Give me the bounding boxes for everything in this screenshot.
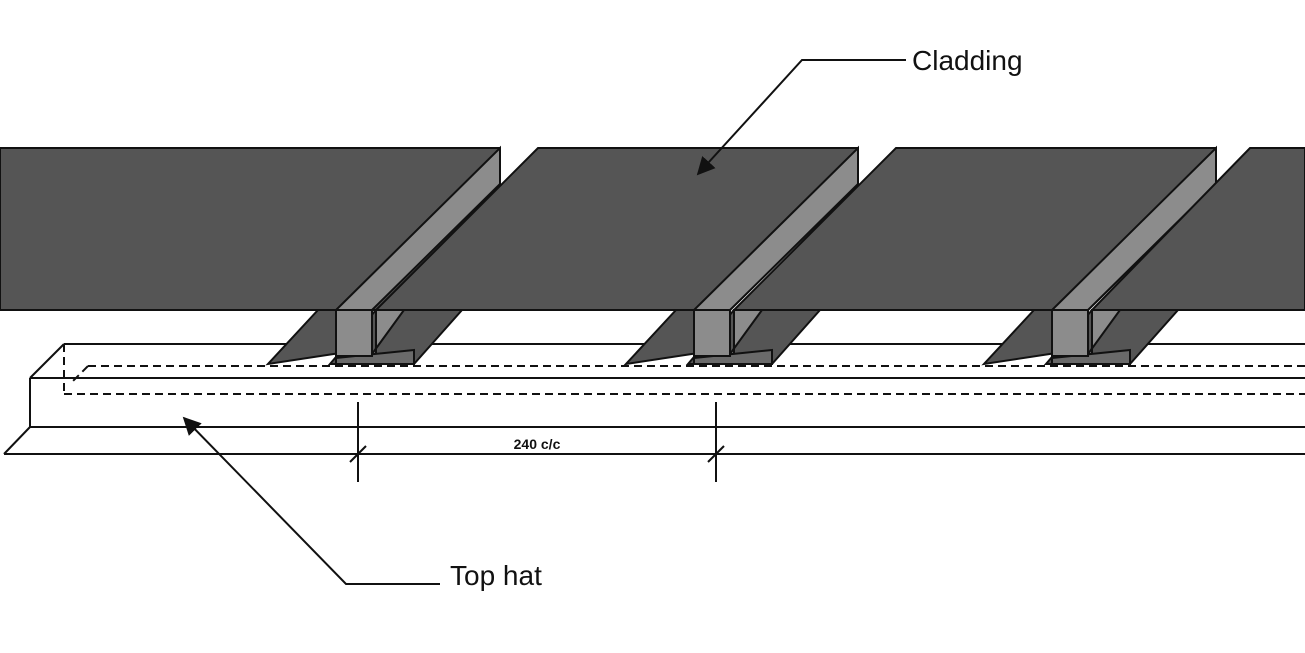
- spacing-dimension: [349, 402, 725, 482]
- top-hat-hidden-lines: [63, 344, 1305, 395]
- cladding-board-4: [1089, 147, 1305, 311]
- cladding-board-2: [373, 145, 859, 357]
- cladding-label: Cladding: [912, 45, 1023, 76]
- spacing-label: 240 c/c: [514, 436, 561, 452]
- cladding-leader: [696, 59, 906, 176]
- cladding-board-3: [731, 145, 1217, 357]
- top-hat-label: Top hat: [450, 560, 542, 591]
- top-hat-leader: [182, 416, 440, 585]
